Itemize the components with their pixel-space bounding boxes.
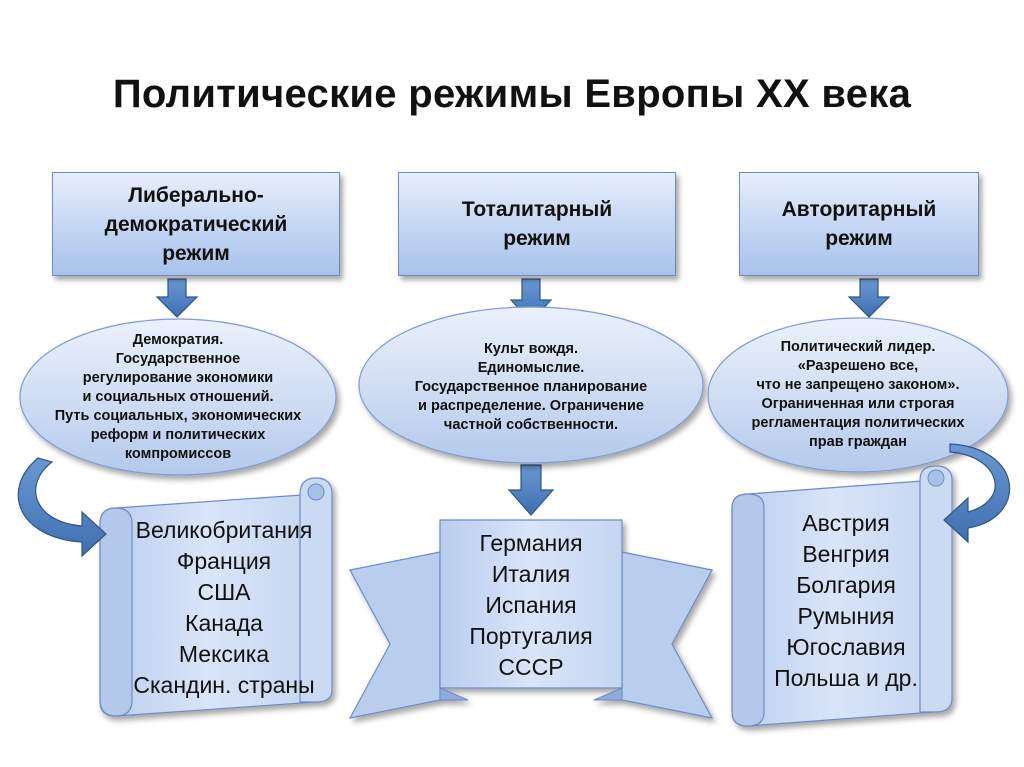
down-arrow-3 [847, 278, 891, 318]
down-arrow-4 [507, 464, 555, 516]
banner-middle [348, 519, 714, 719]
curved-arrow-left [17, 457, 107, 558]
countries-authoritarian: Австрия Венгрия Болгария Румыния Югослав… [774, 510, 918, 691]
down-arrow-1 [155, 278, 199, 318]
regime-box-totalitarian: Тоталитарный режим [398, 172, 676, 276]
ellipse-liberal [19, 318, 337, 476]
ellipse-authoritarian [707, 317, 1009, 473]
page-title: Политические режимы Европы XX века [112, 72, 912, 116]
regime-box-authoritarian: Авторитарный режим [739, 172, 979, 276]
ellipse-totalitarian [358, 306, 704, 464]
countries-liberal: Великобритания Франция США Канада Мексик… [133, 517, 315, 698]
features-liberal: Демократия. Государственное регулировани… [54, 331, 302, 462]
features-authoritarian: Политический лидер. «Разрешено все, что … [751, 339, 965, 450]
scroll-right [731, 465, 953, 727]
features-totalitarian: Культ вождя. Единомыслие. Государственно… [414, 340, 648, 433]
regime-box-liberal: Либерально- демократический режим [52, 172, 340, 276]
scroll-left [99, 477, 333, 717]
curved-arrow-right [943, 443, 1011, 544]
countries-totalitarian: Германия Италия Испания Португалия СССР [469, 530, 593, 680]
